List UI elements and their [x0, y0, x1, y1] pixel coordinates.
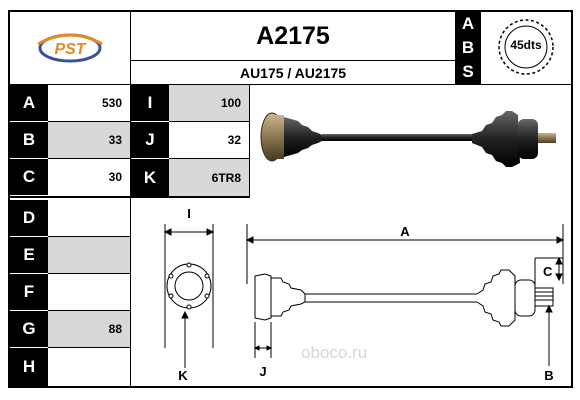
logo-text: PST	[54, 41, 86, 58]
dim-label-i: I	[187, 206, 191, 221]
dim-label-j: J	[259, 364, 266, 379]
cross-references: AU175 / AU2175	[239, 64, 347, 81]
dim-letter: K	[131, 159, 169, 196]
dim-label-a: A	[400, 224, 410, 239]
dim-label-b: B	[544, 368, 553, 383]
abs-letter-s: S	[456, 60, 480, 84]
dim-value: 88	[48, 311, 130, 347]
spec-sheet: PST A2175 AU175 / AU2175 A B S 45dts A 5…	[8, 10, 573, 388]
dim-value: 32	[227, 133, 241, 147]
dim-label-c: C	[543, 264, 553, 279]
gear-badge-icon	[498, 19, 554, 75]
pst-logo-icon: PST	[37, 33, 103, 63]
dim-letter: I	[131, 85, 169, 121]
dim-letter: E	[10, 237, 48, 273]
teeth-badge: 45dts	[481, 12, 571, 84]
dim-value	[48, 200, 130, 236]
shaft-dimension-drawing: I A C K J B oboco.ru	[163, 206, 565, 383]
dim-value: 33	[48, 122, 130, 158]
dim-value	[48, 237, 130, 273]
dim-value	[48, 348, 130, 386]
dim-letter: C	[10, 159, 48, 195]
product-photo	[250, 85, 571, 196]
abs-letter-a: A	[456, 12, 480, 36]
dim-value	[48, 274, 130, 310]
dim-value: 6TR8	[169, 159, 249, 196]
dim-letter: A	[10, 85, 48, 121]
dim-letter: H	[10, 348, 48, 386]
dim-letter: G	[10, 311, 48, 347]
watermark-text: oboco.ru	[301, 343, 367, 362]
dim-value: 100	[169, 85, 249, 121]
logo-area: PST	[10, 12, 130, 84]
part-number: A2175	[256, 21, 330, 50]
dim-label-k: K	[178, 368, 188, 383]
dim-value: 30	[108, 170, 122, 184]
drive-shaft-photo-icon	[260, 111, 556, 167]
dim-letter: B	[10, 122, 48, 158]
dim-letter: D	[10, 200, 48, 236]
teeth-count: 45dts	[510, 38, 542, 52]
dim-letter: J	[131, 122, 169, 158]
dim-letter: F	[10, 274, 48, 310]
dim-value: 530	[101, 96, 122, 110]
abs-letter-b: B	[456, 36, 480, 60]
technical-diagram: I A C K J B oboco.ru	[131, 198, 571, 386]
